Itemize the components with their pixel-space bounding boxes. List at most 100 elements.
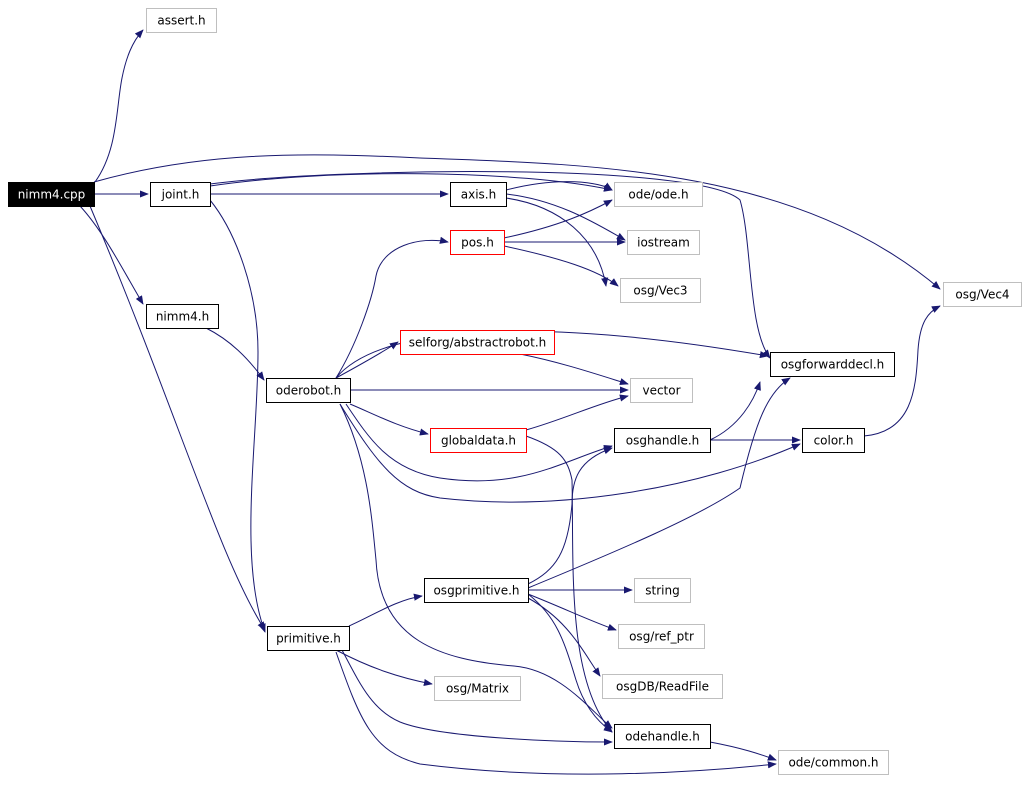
node-box-osgforwarddecl-h [770, 352, 895, 377]
edge-odehandle-h-to-ode-common-h [709, 741, 777, 761]
edge-globaldata-h-to-odehandle-h [525, 435, 613, 733]
node-label-selforg-abstractrobot-h: selforg/abstractrobot.h [409, 336, 547, 350]
node-box-nimm4-cpp [8, 182, 95, 207]
node-label-ode-common-h: ode/common.h [788, 756, 878, 770]
edge-primitive-h-to-odehandle-h [341, 649, 613, 746]
node-odehandle-h[interactable]: odehandle.h [614, 724, 711, 749]
node-osgforwarddecl-h[interactable]: osgforwarddecl.h [770, 352, 895, 377]
node-box-primitive-h [267, 626, 350, 651]
edge-nimm4-h-to-oderobot-h [205, 327, 265, 381]
node-axis-h[interactable]: axis.h [450, 182, 507, 207]
edge-axis-h-to-osg-vec3 [505, 197, 609, 287]
node-box-osg-matrix [434, 676, 521, 701]
node-box-osgprimitive-h [424, 578, 529, 603]
node-pos-h[interactable]: pos.h [450, 230, 505, 255]
node-label-color-h: color.h [814, 434, 854, 448]
node-label-nimm4-cpp: nimm4.cpp [18, 188, 86, 202]
node-box-assert-h [146, 8, 217, 33]
node-label-osgprimitive-h: osgprimitive.h [433, 584, 519, 598]
edges-layer [79, 29, 941, 775]
node-box-osg-ref-ptr [618, 624, 705, 649]
edge-primitive-h-to-osgprimitive-h [348, 593, 423, 627]
edge-oderobot-h-to-globaldata-h [349, 403, 429, 436]
node-box-oderobot-h [266, 378, 351, 403]
node-osghandle-h[interactable]: osghandle.h [614, 428, 711, 453]
node-box-nimm4-h [146, 304, 219, 329]
node-label-globaldata-h: globaldata.h [441, 434, 516, 448]
node-box-pos-h [450, 230, 505, 255]
node-osg-vec4: osg/Vec4 [943, 282, 1022, 307]
edge-oderobot-h-to-osghandle-h [345, 403, 613, 482]
node-osg-ref-ptr: osg/ref_ptr [618, 624, 705, 649]
node-box-string [634, 578, 691, 603]
nodes-layer: nimm4.cpp assert.h joint.h axis.h ode/ode.h p… [8, 8, 1022, 775]
edge-joint-h-to-ode-ode-h [209, 173, 613, 192]
node-box-joint-h [150, 182, 211, 207]
edge-nimm4-cpp-to-primitive-h [89, 205, 266, 631]
node-color-h[interactable]: color.h [802, 428, 865, 453]
edge-osgprimitive-h-to-osgdb-readfile [527, 597, 601, 677]
node-assert-h: assert.h [146, 8, 217, 33]
node-box-iostream [627, 230, 700, 255]
node-box-osghandle-h [614, 428, 711, 453]
edge-pos-h-to-osg-vec3 [503, 245, 619, 287]
node-selforg-abstractrobot-h[interactable]: selforg/abstractrobot.h [400, 330, 555, 355]
edge-osgprimitive-h-to-odehandle-h [527, 593, 613, 733]
edge-axis-h-to-iostream [505, 193, 626, 241]
node-joint-h[interactable]: joint.h [150, 182, 211, 207]
edge-osgprimitive-h-to-osg-ref-ptr [527, 593, 617, 631]
node-label-osgdb-readfile: osgDB/ReadFile [616, 680, 709, 694]
node-label-osg-matrix: osg/Matrix [446, 682, 509, 696]
node-label-joint-h: joint.h [161, 188, 200, 202]
node-label-pos-h: pos.h [461, 236, 494, 250]
node-osg-vec3: osg/Vec3 [620, 278, 701, 303]
node-label-iostream: iostream [637, 236, 690, 250]
edge-nimm4-cpp-to-osg-vec4 [93, 154, 941, 290]
node-label-osg-ref-ptr: osg/ref_ptr [629, 630, 694, 644]
node-label-oderobot-h: oderobot.h [276, 384, 341, 398]
node-globaldata-h[interactable]: globaldata.h [430, 428, 527, 453]
edge-oderobot-h-to-color-h [339, 403, 801, 503]
node-box-axis-h [450, 182, 507, 207]
edge-primitive-h-to-osg-matrix [335, 649, 433, 687]
node-label-ode-ode-h: ode/ode.h [628, 188, 688, 202]
edge-osghandle-h-to-osgforwarddecl-h [709, 381, 761, 441]
node-label-osg-vec4: osg/Vec4 [955, 288, 1009, 302]
node-box-vector [630, 378, 693, 403]
node-box-globaldata-h [430, 428, 527, 453]
edge-pos-h-to-ode-ode-h [503, 199, 613, 239]
node-nimm4-cpp[interactable]: nimm4.cpp [8, 182, 95, 207]
node-label-odehandle-h: odehandle.h [625, 730, 700, 744]
node-label-primitive-h: primitive.h [276, 632, 341, 646]
edge-selforg-abstractrobot-h-to-vector [519, 353, 629, 386]
node-osgprimitive-h[interactable]: osgprimitive.h [424, 578, 529, 603]
node-primitive-h[interactable]: primitive.h [267, 626, 350, 651]
node-label-assert-h: assert.h [157, 14, 205, 28]
node-box-color-h [802, 428, 865, 453]
node-box-osg-vec4 [943, 282, 1022, 307]
node-box-ode-ode-h [614, 182, 703, 207]
node-oderobot-h[interactable]: oderobot.h [266, 378, 351, 403]
node-ode-ode-h: ode/ode.h [614, 182, 703, 207]
edge-joint-h-to-primitive-h [209, 199, 266, 633]
node-label-osgforwarddecl-h: osgforwarddecl.h [781, 358, 885, 372]
node-nimm4-h[interactable]: nimm4.h [146, 304, 219, 329]
node-label-string: string [645, 584, 679, 598]
node-box-ode-common-h [778, 750, 889, 775]
node-osgdb-readfile: osgDB/ReadFile [602, 674, 723, 699]
node-ode-common-h: ode/common.h [778, 750, 889, 775]
node-box-selforg-abstractrobot-h [400, 330, 555, 355]
edge-nimm4-cpp-to-assert-h [94, 29, 144, 183]
node-box-osg-vec3 [620, 278, 701, 303]
edge-osgprimitive-h-to-osghandle-h [527, 447, 613, 585]
edge-globaldata-h-to-vector [525, 394, 629, 431]
node-label-axis-h: axis.h [461, 188, 496, 202]
edge-oderobot-h-to-selforg-abstractrobot-h [335, 341, 399, 379]
edge-oderobot-h-to-pos-h [335, 236, 449, 379]
node-string: string [634, 578, 691, 603]
node-box-odehandle-h [614, 724, 711, 749]
edge-osgprimitive-h-to-osgforwarddecl-h [527, 377, 791, 589]
node-label-osg-vec3: osg/Vec3 [633, 284, 687, 298]
node-label-nimm4-h: nimm4.h [156, 310, 209, 324]
